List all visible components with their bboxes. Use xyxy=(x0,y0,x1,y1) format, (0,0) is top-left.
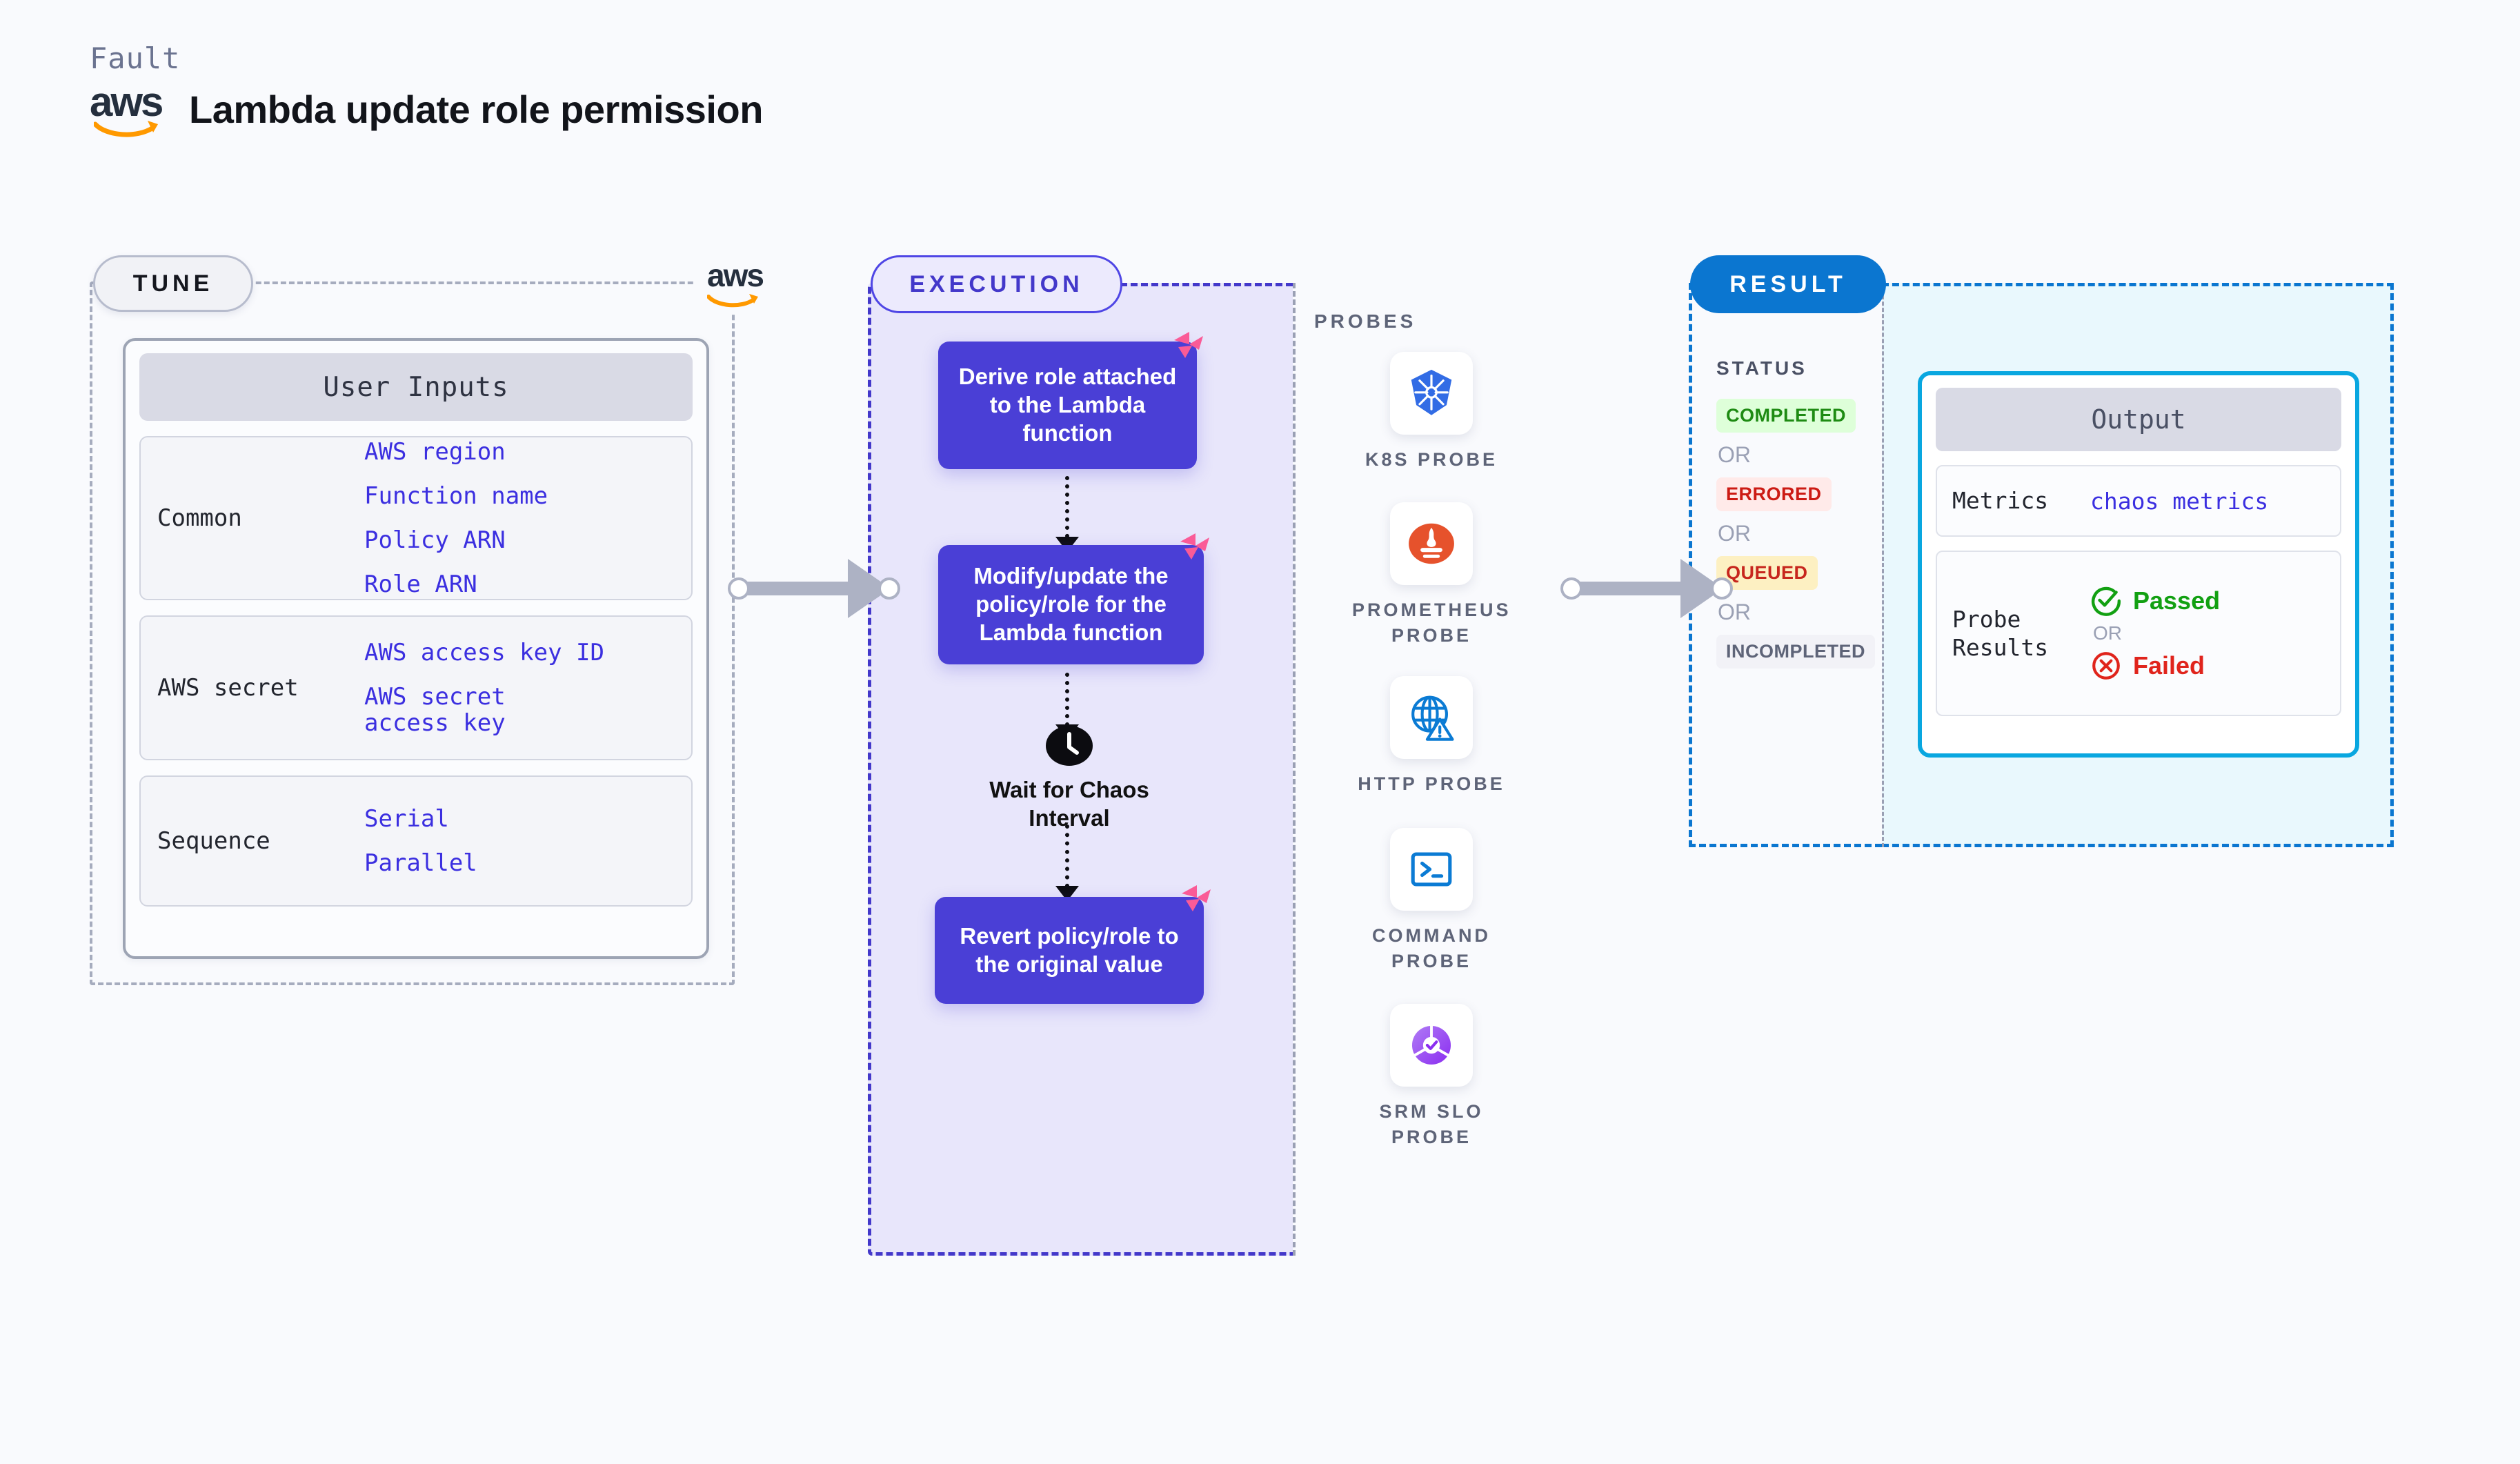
connector-tune-to-execution xyxy=(728,559,900,618)
input-secret-access-key[interactable]: AWS secret access key xyxy=(364,682,506,738)
output-card: Output Metrics chaos metrics Probe Resul… xyxy=(1918,371,2359,758)
status-badge-queued: QUEUED xyxy=(1716,556,1818,590)
connector-start-dot xyxy=(728,577,750,600)
connector-bar xyxy=(746,582,859,595)
status-badge-completed: COMPLETED xyxy=(1716,399,1856,433)
probe-tile xyxy=(1390,676,1473,759)
metrics-label: Metrics xyxy=(1952,487,2049,515)
check-circle-icon xyxy=(2092,586,2121,616)
flow-line-3 xyxy=(1065,824,1069,888)
execution-step-modify-policy[interactable]: Modify/update the policy/role for the La… xyxy=(938,545,1204,664)
input-aws-region[interactable]: AWS region xyxy=(364,437,506,466)
input-sequence-parallel[interactable]: Parallel xyxy=(364,849,477,877)
input-access-key-id[interactable]: AWS access key ID xyxy=(364,638,604,666)
execution-pill-label: EXECUTION xyxy=(871,255,1122,313)
status-title: STATUS xyxy=(1716,357,1807,379)
connector-start-dot xyxy=(1560,577,1583,600)
probe-label: SRM SLO PROBE xyxy=(1379,1101,1484,1148)
http-globe-icon xyxy=(1411,695,1454,741)
probe-label: COMMAND PROBE xyxy=(1372,925,1491,972)
status-list: COMPLETED OR ERRORED OR QUEUED OR INCOMP… xyxy=(1716,399,1876,669)
probe-http[interactable]: HTTP PROBE xyxy=(1352,676,1511,797)
input-function-name[interactable]: Function name xyxy=(364,482,548,510)
result-pill-label: RESULT xyxy=(1690,255,1886,313)
probe-tile xyxy=(1390,352,1473,435)
probe-srm-slo[interactable]: SRM SLO PROBE xyxy=(1352,1004,1511,1151)
connector-execution-to-result xyxy=(1560,559,1733,618)
connector-bar xyxy=(1578,582,1691,595)
or-separator: OR xyxy=(2093,622,2122,644)
user-inputs-header: User Inputs xyxy=(139,353,693,421)
tune-panel xyxy=(90,281,735,985)
chaos-badge-icon xyxy=(1174,332,1203,358)
page-header: Fault aws Lambda update role permission xyxy=(90,41,763,137)
flow-line-1 xyxy=(1065,476,1069,538)
clock-icon xyxy=(1046,726,1093,766)
execution-step-derive-role[interactable]: Derive role attached to the Lambda funct… xyxy=(938,342,1197,469)
x-circle-icon xyxy=(2092,652,2120,680)
aws-swoosh-icon xyxy=(94,121,158,137)
probe-label: PROMETHEUS PROBE xyxy=(1352,600,1511,646)
input-group-common: Common AWS region Function name Policy A… xyxy=(139,436,693,600)
probe-results-label: Probe Results xyxy=(1952,605,2049,661)
probe-label: HTTP PROBE xyxy=(1358,773,1505,794)
fault-kicker: Fault xyxy=(90,41,181,75)
aws-logo: aws xyxy=(90,81,174,137)
input-policy-arn[interactable]: Policy ARN xyxy=(364,526,506,554)
flow-line-2 xyxy=(1065,673,1069,726)
tune-pill-label: TUNE xyxy=(93,255,253,312)
srm-slo-icon xyxy=(1411,1025,1451,1065)
input-group-sequence: Sequence Serial Parallel xyxy=(139,775,693,907)
result-divider xyxy=(1882,283,1884,847)
page-title: Lambda update role permission xyxy=(189,87,763,131)
probes-title: PROBES xyxy=(1314,310,1417,332)
probe-result-failed: Failed xyxy=(2090,650,2220,682)
group-label-common: Common xyxy=(157,504,242,532)
connector-end-dot xyxy=(878,577,900,600)
or-separator: OR xyxy=(1718,442,1751,467)
aws-logo-small: aws xyxy=(695,254,775,315)
input-group-aws-secret: AWS secret AWS access key ID AWS secret … xyxy=(139,615,693,760)
terminal-icon xyxy=(1411,852,1452,887)
probes-panel xyxy=(1293,283,1569,1256)
output-header: Output xyxy=(1936,388,2341,451)
or-separator: OR xyxy=(1718,600,1751,624)
group-label-aws-secret: AWS secret xyxy=(157,674,299,702)
probe-k8s[interactable]: K8S PROBE xyxy=(1352,352,1511,473)
passed-label: Passed xyxy=(2133,586,2221,615)
probe-command[interactable]: COMMAND PROBE xyxy=(1352,828,1511,975)
wait-label: Wait for Chaos Interval xyxy=(989,777,1149,831)
status-badge-errored: ERRORED xyxy=(1716,477,1832,511)
metrics-value[interactable]: chaos metrics xyxy=(2090,487,2269,515)
probe-label: K8S PROBE xyxy=(1365,449,1498,470)
probe-tile xyxy=(1390,1004,1473,1087)
probe-tile xyxy=(1390,502,1473,585)
failed-label: Failed xyxy=(2133,651,2205,680)
chaos-badge-icon xyxy=(1182,885,1211,911)
input-sequence-serial[interactable]: Serial xyxy=(364,804,449,833)
prometheus-icon xyxy=(1409,523,1454,564)
user-inputs-card: User Inputs Common AWS region Function n… xyxy=(123,338,709,959)
input-role-arn[interactable]: Role ARN xyxy=(364,571,477,599)
kubernetes-icon xyxy=(1411,369,1452,415)
output-row-probe-results: Probe Results Passed OR Failed xyxy=(1936,551,2341,716)
aws-swoosh-small-icon xyxy=(706,294,758,308)
probe-prometheus[interactable]: PROMETHEUS PROBE xyxy=(1352,502,1511,649)
group-label-sequence: Sequence xyxy=(157,827,270,855)
or-separator: OR xyxy=(1718,521,1751,546)
status-badge-incompleted: INCOMPLETED xyxy=(1716,635,1876,669)
probe-tile xyxy=(1390,828,1473,911)
output-row-metrics: Metrics chaos metrics xyxy=(1936,465,2341,537)
chaos-badge-icon xyxy=(1180,533,1209,560)
execution-step-revert-policy[interactable]: Revert policy/role to the original value xyxy=(935,897,1204,1004)
probe-result-passed: Passed xyxy=(2090,585,2220,617)
connector-end-dot xyxy=(1711,577,1733,600)
wait-for-chaos-interval: Wait for Chaos Interval xyxy=(959,724,1180,833)
